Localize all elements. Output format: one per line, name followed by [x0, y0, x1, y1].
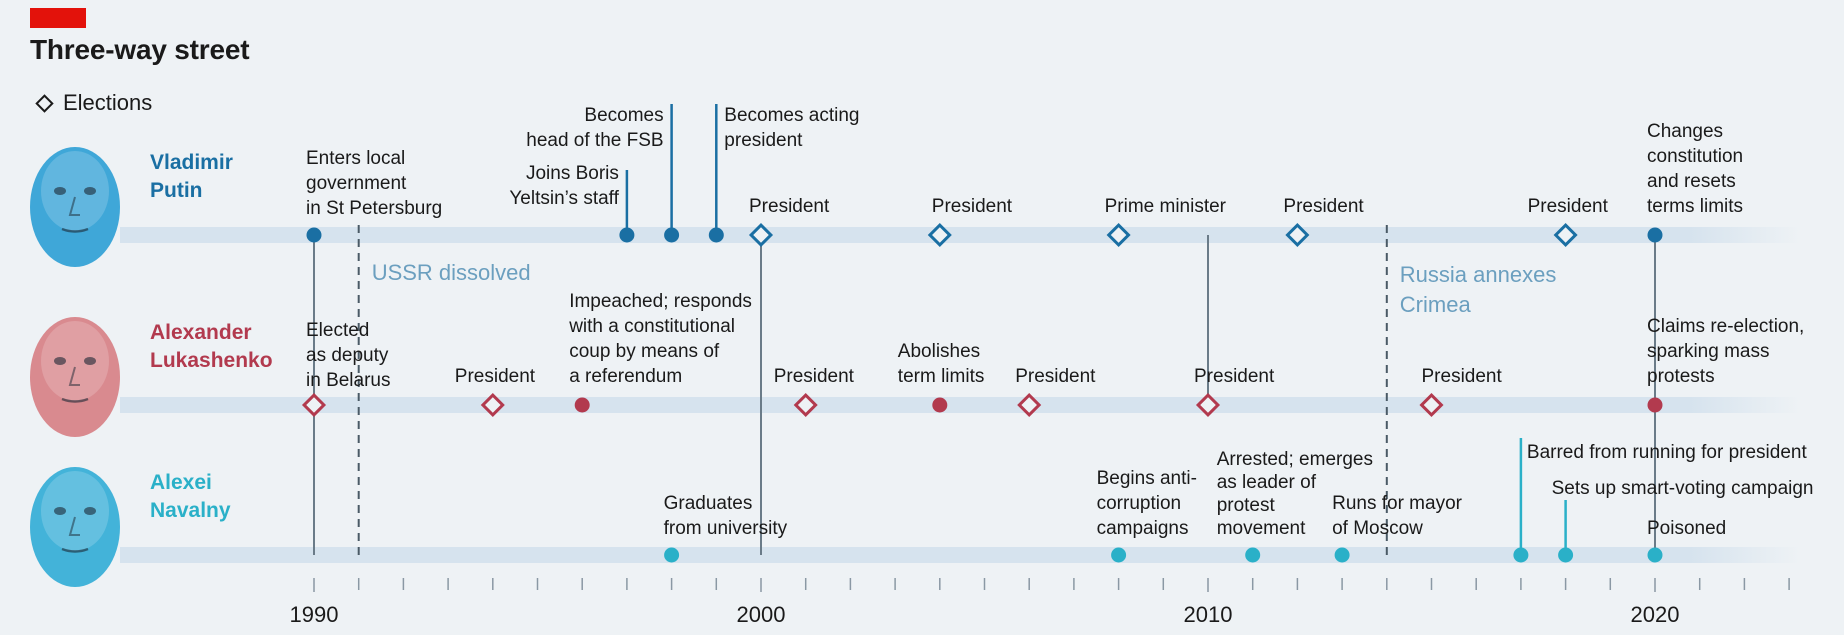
lukashenko-event-marker-2020	[1647, 397, 1663, 413]
putin-event-label-2000: President	[749, 196, 830, 217]
navalny-event-marker-2013	[1334, 547, 1350, 563]
lukashenko-event-marker-2004	[932, 397, 948, 413]
putin-portrait	[30, 147, 120, 267]
track-fade-lukashenko	[1690, 397, 1800, 413]
putin-event-label-2008: Prime minister	[1105, 196, 1227, 217]
putin-event-marker-1997	[619, 227, 635, 243]
track-fade-putin	[1690, 227, 1800, 243]
navalny-event-marker-2020	[1647, 547, 1663, 563]
navalny-event-label-2017: Barred from running for president	[1527, 442, 1808, 463]
lukashenko-event-label-2006: President	[1015, 366, 1096, 387]
axis-label-1990: 1990	[290, 602, 339, 627]
putin-election-marker-2004	[927, 222, 952, 248]
putin-event-label-2018: President	[1528, 196, 1609, 217]
putin-event-label-2004: President	[932, 196, 1013, 217]
lukashenko-election-marker-1990	[301, 392, 327, 418]
putin-event-label-2012: President	[1283, 196, 1364, 217]
axis-label-2010: 2010	[1184, 602, 1233, 627]
navalny-event-marker-2017	[1513, 547, 1529, 563]
navalny-event-label-2018: Sets up smart-voting campaign	[1552, 478, 1814, 499]
legend-elections-label: Elections	[63, 90, 153, 115]
context-label-0: USSR dissolved	[372, 260, 531, 285]
track-lukashenko	[120, 397, 1690, 413]
lukashenko-event-label-1994: President	[455, 366, 536, 387]
track-fade-navalny	[1690, 547, 1800, 563]
lukashenko-election-marker-2010	[1195, 392, 1221, 418]
axis-label-2020: 2020	[1631, 602, 1680, 627]
lukashenko-election-marker-2015	[1419, 392, 1444, 418]
lukashenko-election-marker-2001	[793, 392, 818, 418]
legend: Elections	[35, 90, 153, 116]
lukashenko-election-marker-1994	[480, 392, 505, 418]
lukashenko-portrait	[30, 317, 120, 437]
putin-event-marker-1990	[306, 227, 322, 243]
chart-title: Three-way street	[30, 34, 250, 65]
navalny-portrait	[30, 467, 120, 587]
putin-event-marker-2020	[1647, 227, 1663, 243]
putin-event-marker-1999	[708, 227, 724, 243]
track-putin	[120, 227, 1690, 243]
putin-election-marker-2018	[1553, 222, 1578, 248]
lukashenko-event-label-2015: President	[1422, 366, 1503, 387]
brand-tag	[30, 8, 86, 28]
navalny-event-marker-1998	[664, 547, 680, 563]
navalny-event-marker-2018	[1558, 547, 1574, 563]
track-navalny	[120, 547, 1690, 563]
putin-election-marker-2000	[748, 222, 774, 248]
lukashenko-election-marker-2006	[1017, 392, 1042, 418]
navalny-event-marker-2011	[1245, 547, 1261, 563]
lukashenko-event-label-2010: President	[1194, 366, 1275, 387]
axis-label-2000: 2000	[737, 602, 786, 627]
navalny-event-label-2020: Poisoned	[1647, 518, 1726, 539]
putin-event-marker-1998	[664, 227, 680, 243]
putin-election-marker-2012	[1285, 222, 1310, 248]
lukashenko-event-label-2001: President	[774, 366, 855, 387]
lukashenko-event-marker-1996	[574, 397, 590, 413]
putin-election-marker-2008	[1106, 222, 1131, 248]
navalny-event-marker-2008	[1111, 547, 1127, 563]
